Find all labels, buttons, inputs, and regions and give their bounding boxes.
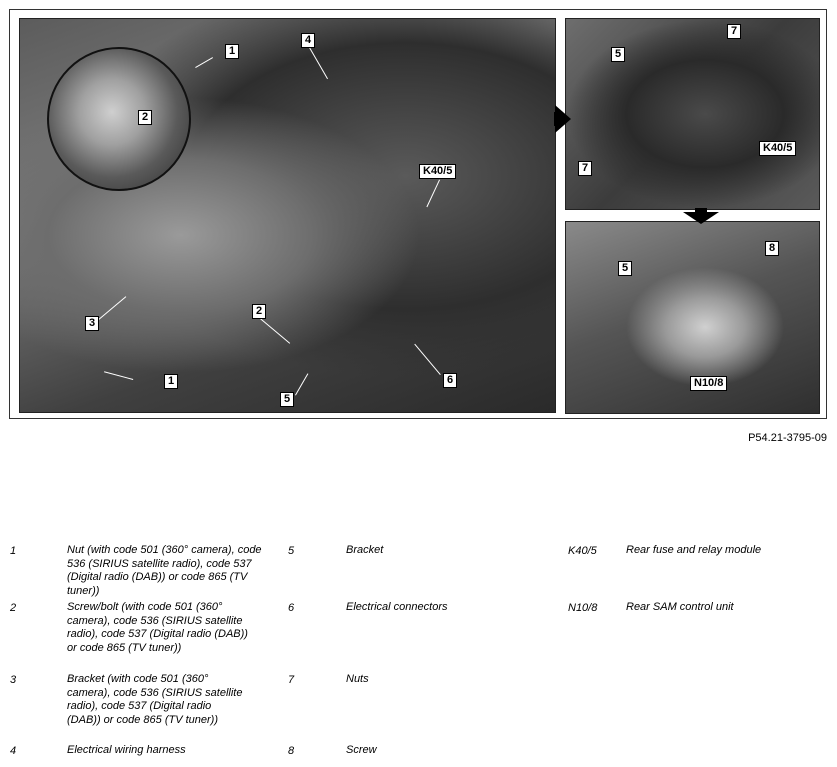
callout-label: 3 [85, 316, 100, 331]
callout-label: 1 [164, 374, 179, 389]
top-right-photo [565, 18, 820, 210]
callout-label: 5 [280, 392, 295, 407]
callout-label: 1 [225, 44, 240, 59]
legend-key: 7 [288, 674, 295, 686]
callout-label: 7 [578, 161, 593, 176]
callout-label: 5 [611, 47, 626, 62]
legend-key: K40/5 [568, 545, 597, 557]
legend-key: 2 [10, 602, 17, 614]
legend-desc: Nut (with code 501 (360° camera), code 5… [67, 544, 262, 597]
legend-key: 4 [10, 745, 17, 757]
callout-label: 6 [443, 373, 458, 388]
callout-label: 2 [252, 304, 267, 319]
legend-desc: Rear SAM control unit [626, 601, 734, 613]
callout-label: K40/5 [759, 141, 797, 156]
legend-key: 1 [10, 545, 17, 557]
legend-key: 5 [288, 545, 295, 557]
legend-key: N10/8 [568, 602, 598, 614]
callout-label: 8 [765, 241, 780, 256]
callout-label: 5 [618, 261, 633, 276]
legend-desc: Bracket [346, 544, 384, 556]
legend-key: 6 [288, 602, 295, 614]
legend-desc: Electrical wiring harness [67, 744, 186, 756]
legend-key: 8 [288, 745, 295, 757]
legend-desc: Bracket (with code 501 (360° camera), co… [67, 673, 243, 726]
legend-desc: Nuts [346, 673, 369, 685]
callout-label: K40/5 [419, 164, 457, 179]
detail-inset-circle [47, 47, 191, 191]
figure-id: P54.21-3795-09 [748, 432, 827, 444]
arrow-right-icon [555, 105, 571, 133]
callout-label: 7 [727, 24, 742, 39]
legend-desc: Screw [346, 744, 377, 756]
main-photo [19, 18, 556, 413]
legend-desc: Electrical connectors [346, 601, 448, 613]
callout-label: N10/8 [690, 376, 728, 391]
legend-key: 3 [10, 674, 17, 686]
callout-label: 4 [301, 33, 316, 48]
legend-desc: Screw/bolt (with code 501 (360° camera),… [67, 601, 248, 654]
arrow-down-icon [683, 208, 719, 224]
legend-desc: Rear fuse and relay module [626, 544, 762, 556]
callout-label: 2 [138, 110, 153, 125]
